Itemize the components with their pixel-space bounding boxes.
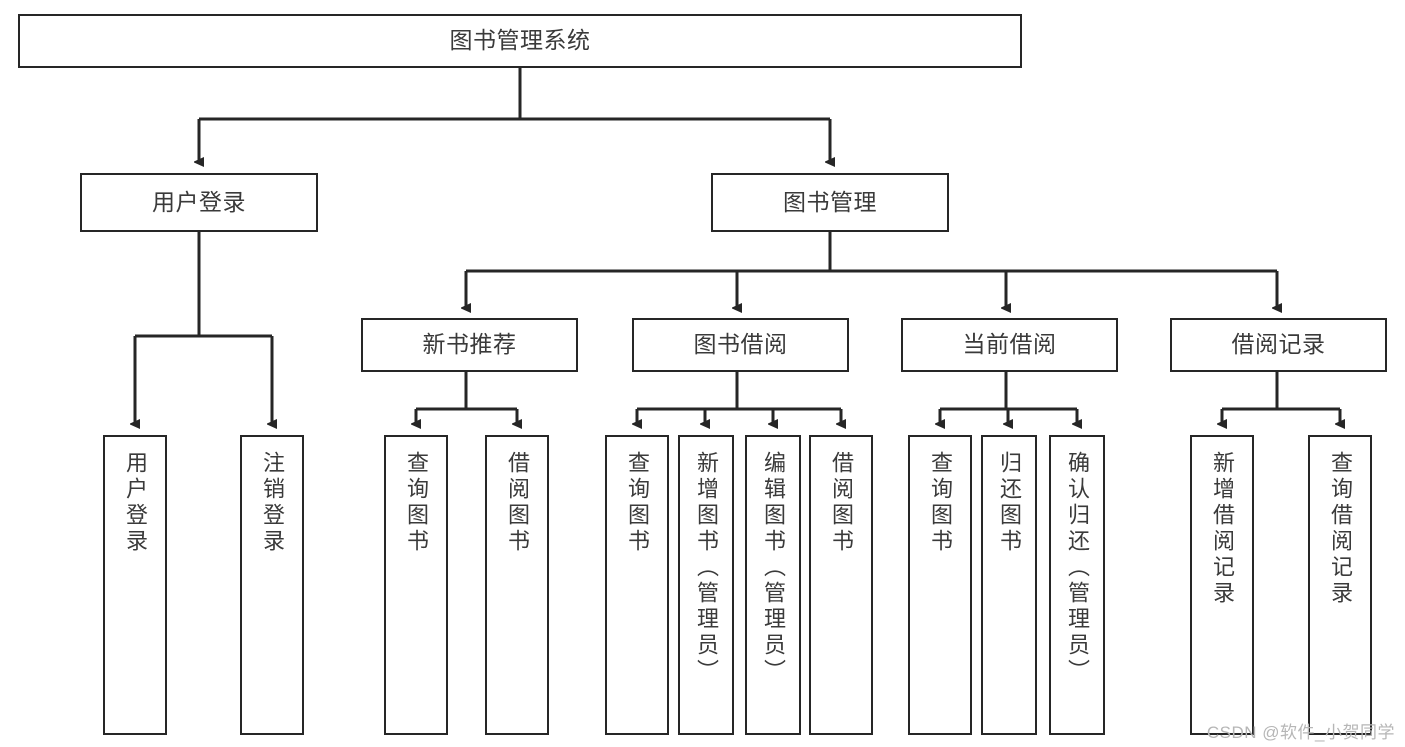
node-leaf-edit-book[interactable]: 编辑图书（管理员） [745, 435, 801, 735]
node-leaf-add-book[interactable]: 新增图书（管理员） [678, 435, 734, 735]
node-borrow-record[interactable]: 借阅记录 [1170, 318, 1387, 372]
node-leaf-add-record[interactable]: 新增借阅记录 [1190, 435, 1254, 735]
node-current-borrow-label: 当前借阅 [962, 331, 1057, 358]
node-leaf-confirm-return-label: 确认归还（管理员） [1065, 451, 1090, 685]
node-borrow-record-label: 借阅记录 [1231, 331, 1326, 358]
node-leaf-add-record-label: 新增借阅记录 [1210, 451, 1235, 607]
node-leaf-return-book-label: 归还图书 [997, 451, 1022, 555]
node-leaf-query-book-3-label: 查询图书 [928, 451, 953, 555]
node-root-label: 图书管理系统 [449, 27, 591, 54]
node-leaf-confirm-return[interactable]: 确认归还（管理员） [1049, 435, 1105, 735]
node-leaf-logout-login[interactable]: 注销登录 [240, 435, 304, 735]
node-leaf-edit-book-label: 编辑图书（管理员） [761, 451, 786, 685]
node-leaf-return-book[interactable]: 归还图书 [981, 435, 1037, 735]
node-new-book-recommend[interactable]: 新书推荐 [361, 318, 578, 372]
node-leaf-borrow-book-2-label: 借阅图书 [829, 451, 854, 555]
node-book-borrow-label: 图书借阅 [693, 331, 788, 358]
node-leaf-query-book-1[interactable]: 查询图书 [384, 435, 448, 735]
node-leaf-borrow-book-1[interactable]: 借阅图书 [485, 435, 549, 735]
node-leaf-query-record[interactable]: 查询借阅记录 [1308, 435, 1372, 735]
node-user-login[interactable]: 用户登录 [80, 173, 318, 232]
node-book-management[interactable]: 图书管理 [711, 173, 949, 232]
node-user-login-label: 用户登录 [152, 188, 246, 215]
csdn-watermark: CSDN @软件_小贺同学 [1206, 723, 1395, 742]
node-leaf-query-book-2[interactable]: 查询图书 [605, 435, 669, 735]
node-root[interactable]: 图书管理系统 [18, 14, 1022, 68]
node-leaf-borrow-book-2[interactable]: 借阅图书 [809, 435, 873, 735]
node-leaf-query-book-2-label: 查询图书 [625, 451, 650, 555]
node-current-borrow[interactable]: 当前借阅 [901, 318, 1118, 372]
node-leaf-user-login-label: 用户登录 [123, 451, 148, 555]
node-leaf-add-book-label: 新增图书（管理员） [694, 451, 719, 685]
node-leaf-query-book-1-label: 查询图书 [404, 451, 429, 555]
node-leaf-user-login[interactable]: 用户登录 [103, 435, 167, 735]
node-new-book-recommend-label: 新书推荐 [422, 331, 517, 358]
node-leaf-query-record-label: 查询借阅记录 [1328, 451, 1353, 607]
node-book-borrow[interactable]: 图书借阅 [632, 318, 849, 372]
node-leaf-logout-login-label: 注销登录 [260, 451, 285, 555]
node-leaf-query-book-3[interactable]: 查询图书 [908, 435, 972, 735]
node-book-management-label: 图书管理 [783, 188, 877, 215]
node-leaf-borrow-book-1-label: 借阅图书 [505, 451, 530, 555]
